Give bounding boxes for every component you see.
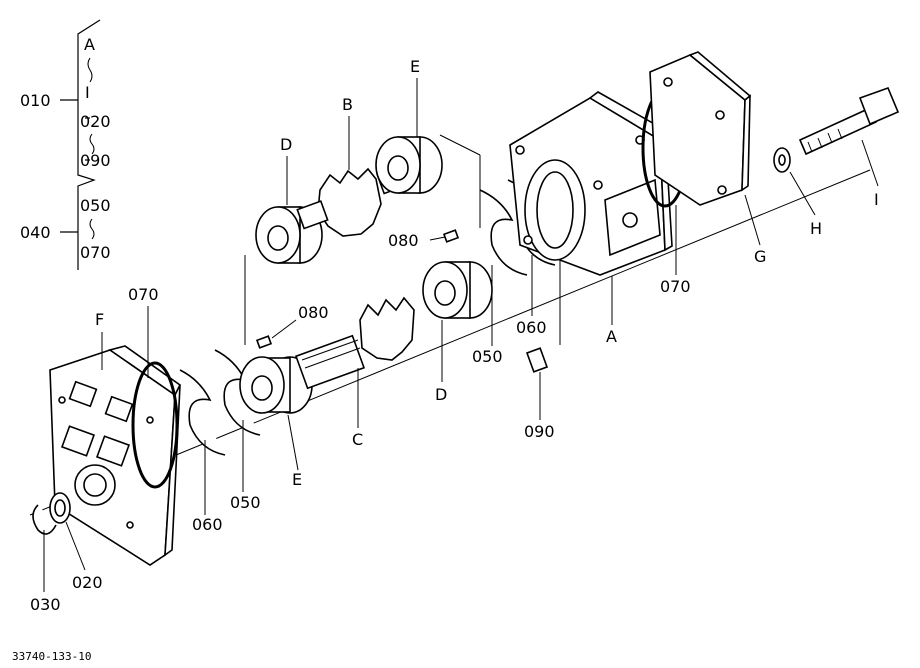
label-F: F — [95, 310, 104, 329]
o-ring-070-left — [131, 361, 179, 489]
label-040: 040 — [20, 223, 51, 242]
label-E-top: E — [410, 57, 420, 76]
label-020-top: 020 — [80, 112, 111, 131]
label-C: C — [352, 430, 363, 449]
circlip-030 — [32, 504, 57, 535]
range-tilde — [89, 218, 95, 240]
label-070-right: 070 — [660, 277, 691, 296]
group-bracket-010 — [60, 19, 101, 270]
range-tilde — [89, 133, 95, 155]
label-E-low: E — [292, 470, 302, 489]
label-010: 010 — [20, 91, 51, 110]
drive-gear-C — [294, 296, 415, 390]
label-070-top: 070 — [80, 243, 111, 262]
seal-060-left — [179, 369, 226, 456]
seal-050-left — [214, 349, 261, 436]
bushing-E-top — [375, 136, 443, 194]
label-080-mid: 080 — [298, 303, 329, 322]
bushing-D-top — [255, 206, 323, 264]
label-050-low: 050 — [230, 493, 261, 512]
label-060-right: 060 — [516, 318, 547, 337]
label-H: H — [810, 219, 822, 238]
seal-050-right — [479, 189, 528, 276]
label-G: G — [754, 247, 766, 266]
bushing-E-low — [239, 356, 313, 414]
label-090-top: 090 — [80, 151, 111, 170]
label-A-right: A — [606, 327, 617, 346]
label-020-low: 020 — [72, 573, 103, 592]
label-060-low: 060 — [192, 515, 223, 534]
label-I-right: I — [874, 190, 879, 209]
label-D-low: D — [435, 385, 447, 404]
label-A-top: A — [84, 35, 95, 54]
bushing-D-low — [422, 261, 493, 319]
label-050-right: 050 — [472, 347, 503, 366]
label-B: B — [342, 95, 353, 114]
label-070-left: 070 — [128, 285, 159, 304]
label-I-top: I — [85, 83, 90, 102]
pin-080-mid — [255, 335, 273, 349]
range-tilde — [87, 57, 93, 83]
label-090-right: 090 — [524, 422, 555, 441]
dowel-pin-090 — [525, 347, 549, 373]
bolt-I — [798, 86, 900, 156]
rear-cover-G — [649, 51, 752, 206]
oil-seal-020 — [49, 492, 71, 524]
label-D-top: D — [280, 135, 292, 154]
label-080-low: 080 — [388, 231, 419, 250]
pump-body-A — [509, 91, 673, 276]
label-030: 030 — [30, 595, 61, 614]
pin-080-low — [442, 229, 460, 243]
label-050-top: 050 — [80, 196, 111, 215]
washer-H — [773, 147, 791, 173]
drawing-number: 33740-133-10 — [12, 650, 91, 663]
